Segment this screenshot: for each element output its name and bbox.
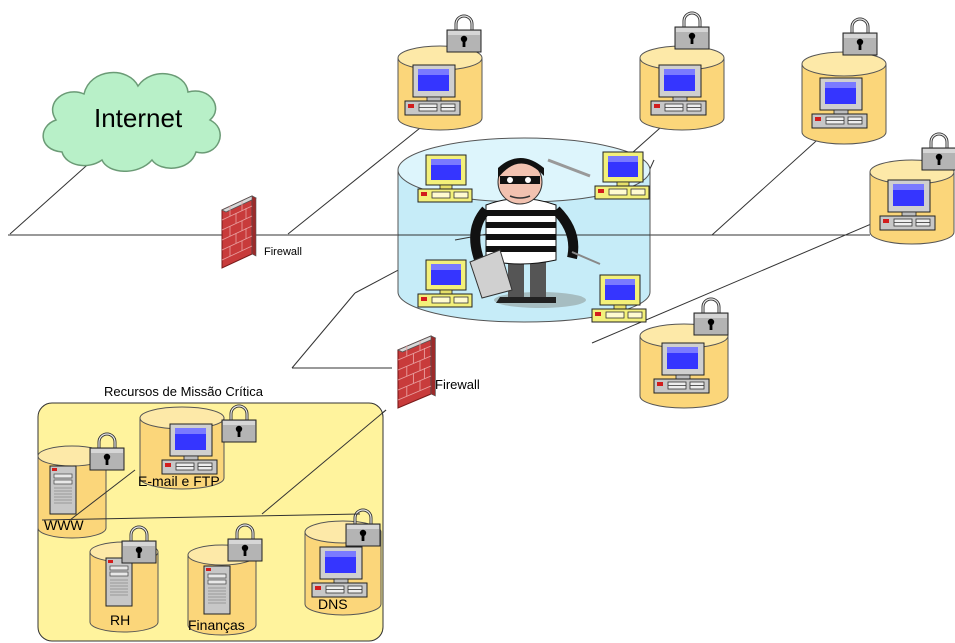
padlock-icon (673, 11, 711, 51)
financas-label: Finanças (188, 617, 245, 633)
internet-label: Internet (94, 103, 183, 133)
rh-server (89, 525, 159, 633)
cloud-icon (42, 71, 221, 172)
firewall-top-label: Firewall (264, 246, 302, 258)
desktop-computer-icon (417, 259, 473, 308)
secured-host-top-middle (639, 11, 725, 131)
dns-server (304, 508, 382, 616)
email-ftp-server (139, 404, 258, 490)
hacker-zone (397, 137, 651, 323)
mission-critical-title: Recursos de Missão Crítica (104, 384, 263, 399)
desktop-computer-icon (311, 546, 368, 598)
server-tower-icon (105, 557, 133, 607)
www-label: WWW (44, 517, 84, 533)
desktop-computer-icon (653, 342, 710, 394)
mission-critical-zone (37, 402, 387, 642)
firewall-bottom-label: Firewall (435, 377, 480, 392)
burglar-icon (469, 158, 601, 308)
padlock-icon (920, 132, 955, 172)
desktop-computer-icon (594, 151, 650, 200)
secured-host-right (869, 132, 955, 245)
secured-host-top-right (801, 17, 887, 145)
padlock-icon (841, 17, 879, 57)
firewall-brick-icon (397, 335, 436, 409)
padlock-icon (445, 14, 483, 54)
padlock-icon (692, 297, 730, 337)
internet-cloud (42, 71, 221, 172)
firewall-bottom (397, 335, 436, 409)
desktop-computer-icon (650, 64, 707, 116)
desktop-computer-icon (161, 423, 218, 475)
server-tower-icon (49, 465, 77, 515)
rh-label: RH (110, 612, 131, 628)
firewall-brick-icon (221, 195, 257, 269)
firewall-top (221, 195, 257, 269)
desktop-computer-icon (591, 274, 647, 323)
secured-host-bottom-right (639, 297, 730, 409)
desktop-computer-icon (417, 154, 473, 203)
desktop-computer-icon (811, 77, 868, 129)
financas-server (187, 523, 264, 636)
desktop-computer-icon (404, 64, 461, 116)
secured-host-top-left (397, 14, 483, 131)
server-tower-icon (203, 565, 231, 615)
desktop-computer-icon (879, 179, 936, 231)
email-ftp-label: E-mail e FTP (138, 473, 220, 489)
www-server (37, 432, 126, 539)
dns-label: DNS (318, 596, 348, 612)
